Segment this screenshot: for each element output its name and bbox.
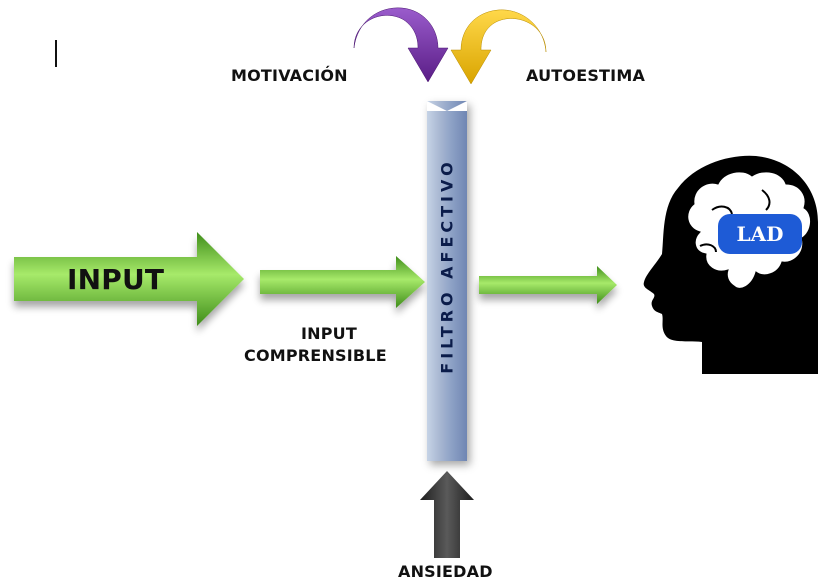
self-esteem-label: AUTOESTIMA — [526, 66, 646, 85]
motivation-curved-arrow-icon — [353, 7, 449, 83]
self-esteem-curved-arrow-icon — [450, 9, 547, 85]
motivation-label: MOTIVACIÓN — [231, 66, 348, 85]
input-label: INPUT — [67, 263, 165, 296]
anxiety-label: ANSIEDAD — [398, 562, 493, 581]
input-comprehensible-label-line1: INPUT — [301, 324, 357, 343]
affective-filter-label: FILTRO AFECTIVO — [437, 158, 457, 374]
input-comprehensible-arrow — [260, 256, 425, 308]
anxiety-arrow-up-icon — [420, 471, 474, 558]
input-comprehensible-label-line2: COMPRENSIBLE — [244, 346, 387, 365]
lad-box — [718, 214, 802, 254]
input-arrow — [14, 232, 244, 326]
output-arrow — [479, 266, 617, 304]
affective-filter-bar — [427, 101, 467, 461]
lad-label: LAD — [736, 222, 784, 246]
text-cursor — [55, 40, 57, 67]
